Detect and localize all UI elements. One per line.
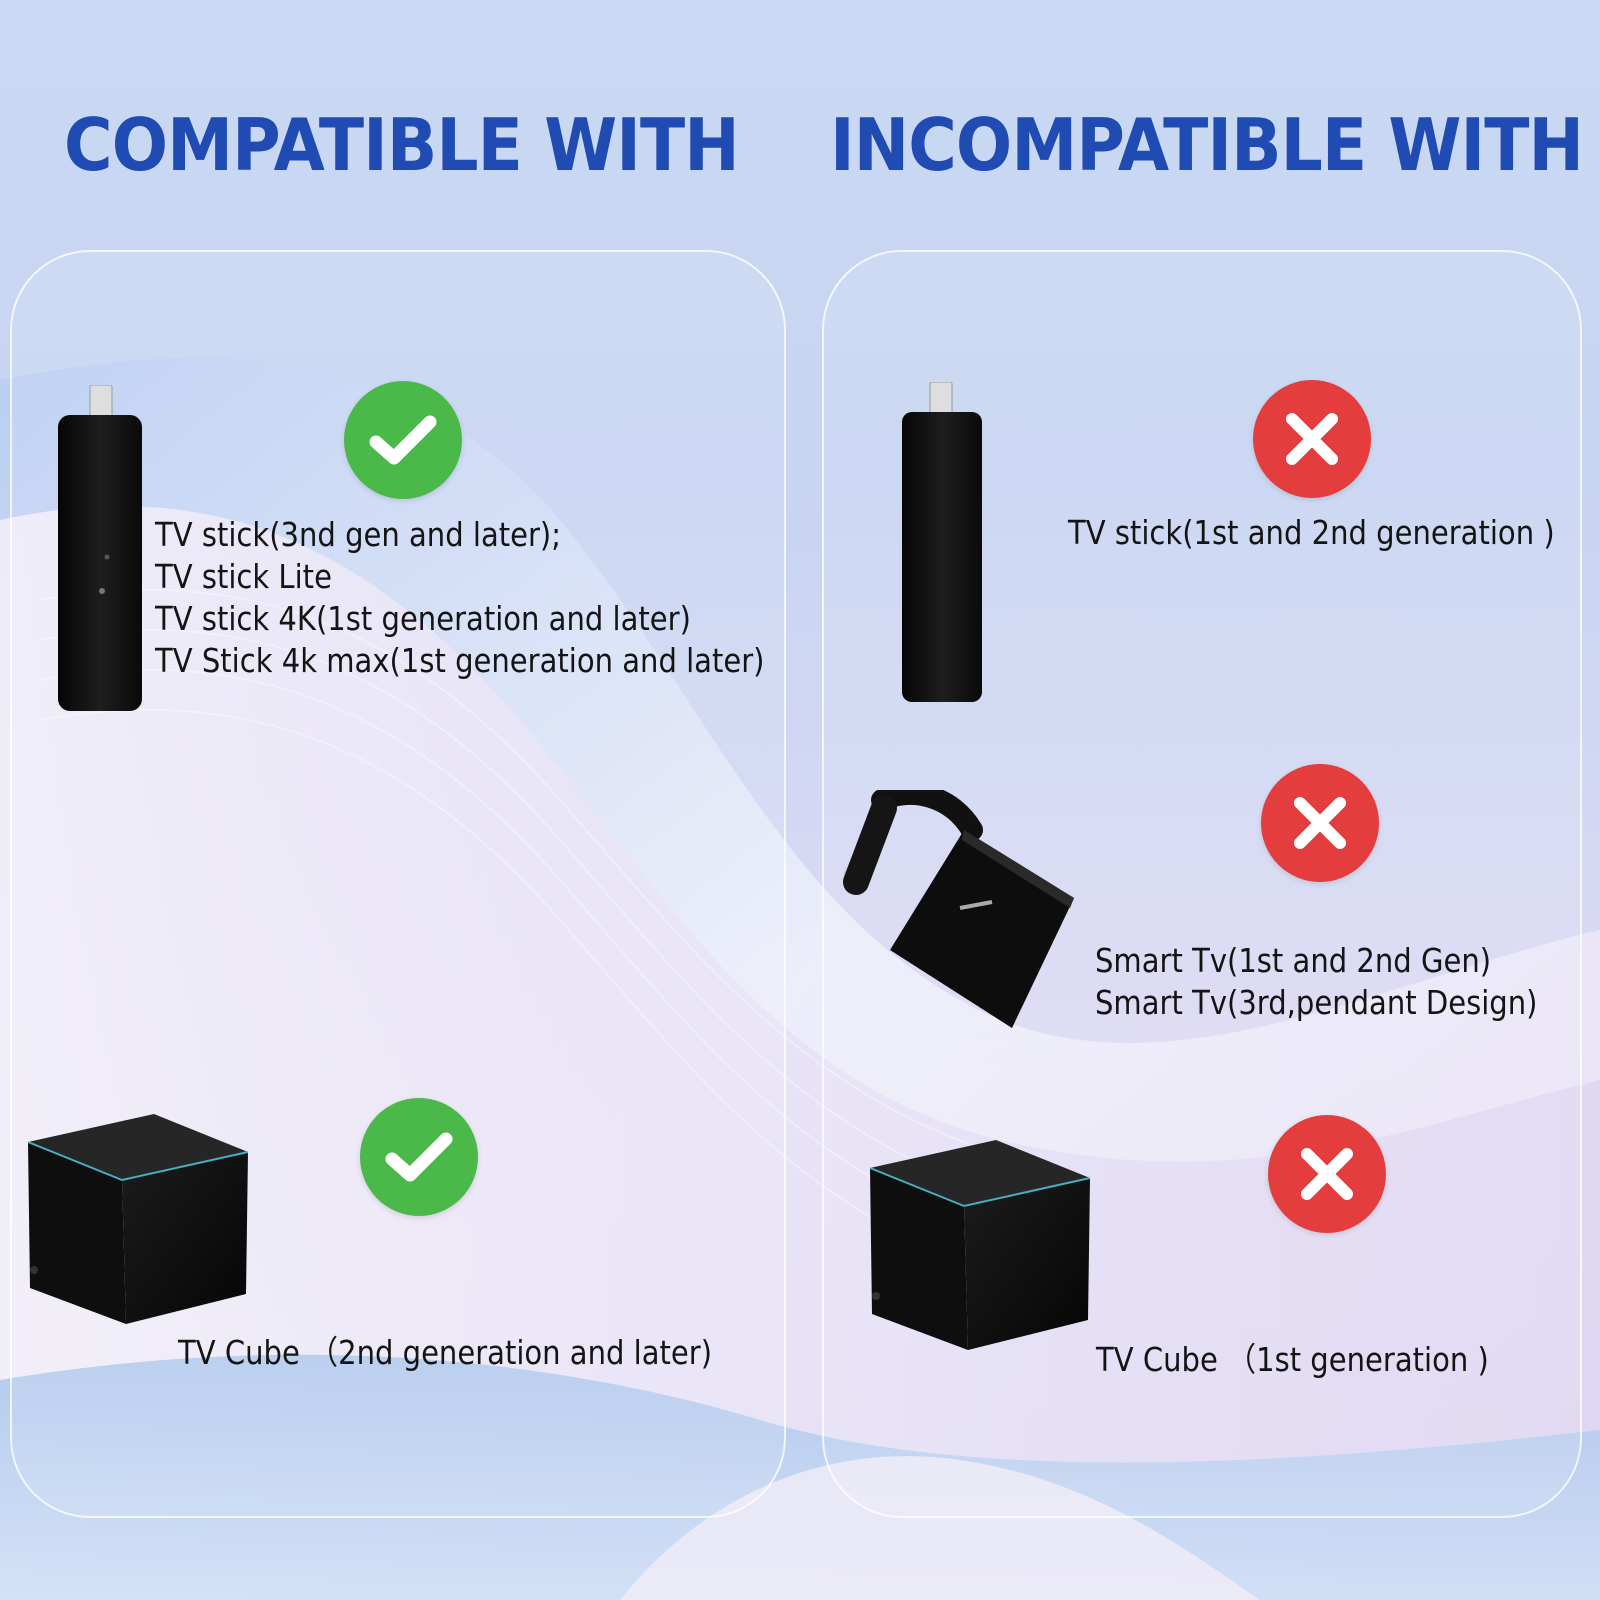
streaming-cube-icon	[869, 1140, 1091, 1350]
list-item: TV stick Lite	[155, 557, 332, 596]
compatible-stick-list: TV stick(3nd gen and later); TV stick Li…	[155, 514, 765, 682]
incompatible-stick-label: TV stick(1st and 2nd generation )	[1068, 513, 1555, 552]
incompatible-smarttv-list: Smart Tv(1st and 2nd Gen) Smart Tv(3rd,p…	[1095, 940, 1537, 1024]
compatible-cube-label: TV Cube （2nd generation and later)	[178, 1333, 713, 1372]
check-icon	[385, 1132, 453, 1182]
close-icon	[1294, 797, 1346, 849]
list-item: TV stick 4K(1st generation and later)	[155, 599, 691, 638]
incompatible-cube-cross-badge	[1268, 1115, 1386, 1233]
compatible-cube-check-badge	[360, 1098, 478, 1216]
compatible-stick-check-badge	[344, 381, 462, 499]
incompatible-smarttv-cross-badge	[1261, 764, 1379, 882]
list-item: TV stick(3nd gen and later);	[155, 515, 562, 554]
close-icon	[1286, 413, 1338, 465]
incompatible-cube-label: TV Cube （1st generation )	[1096, 1340, 1489, 1379]
check-icon	[369, 415, 437, 465]
list-item: Smart Tv(3rd,pendant Design)	[1095, 983, 1538, 1022]
incompatible-heading: INCOMPATIBLE WITH	[830, 103, 1584, 187]
streaming-stick-icon	[58, 385, 142, 711]
pendant-device-icon	[843, 790, 1074, 1028]
list-item: Smart Tv(1st and 2nd Gen)	[1095, 941, 1492, 980]
compatible-heading: COMPATIBLE WITH	[64, 103, 740, 187]
list-item: TV Stick 4k max(1st generation and later…	[155, 641, 765, 680]
streaming-stick-icon	[902, 382, 982, 702]
streaming-cube-icon	[27, 1114, 249, 1324]
incompatible-stick-cross-badge	[1253, 380, 1371, 498]
close-icon	[1301, 1148, 1353, 1200]
